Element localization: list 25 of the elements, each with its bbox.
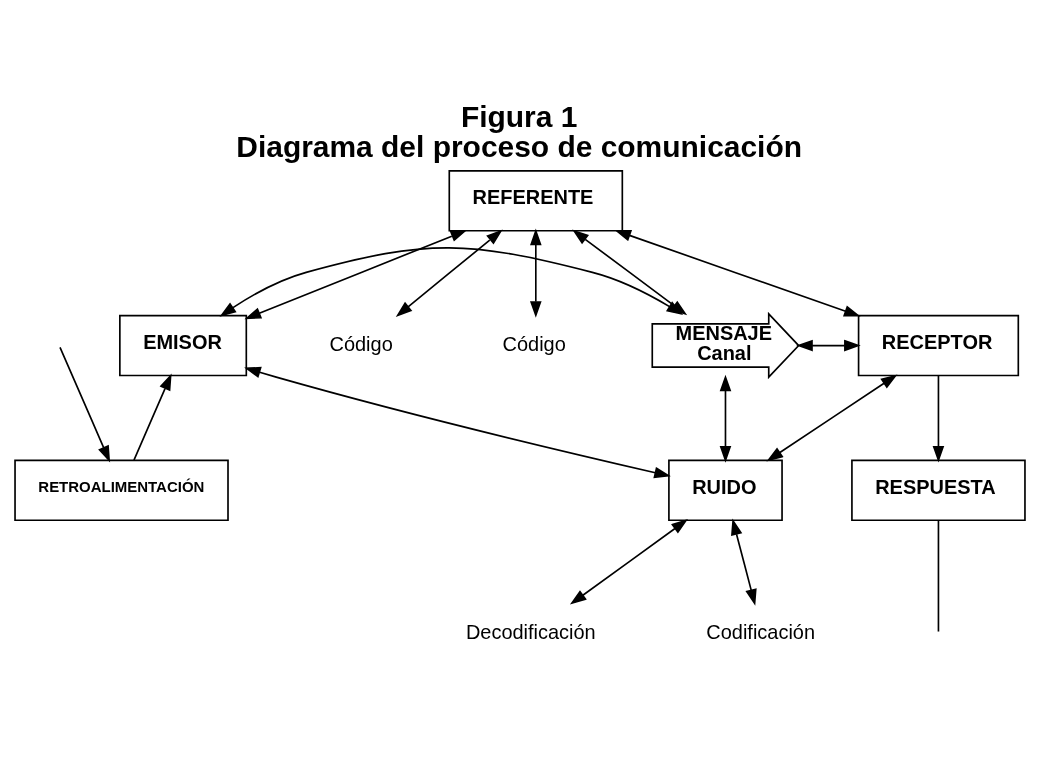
- arrow: [244, 230, 468, 320]
- node-text: Código: [502, 332, 566, 355]
- arrow: [569, 519, 688, 605]
- arrow: [244, 366, 671, 479]
- node-text: Código: [329, 332, 393, 355]
- node-box: EMISOR: [119, 314, 248, 377]
- arrow: [530, 228, 542, 318]
- arrow: [59, 346, 111, 463]
- node-text: Codificación: [706, 620, 816, 643]
- node-box: REFERENTE: [448, 170, 624, 232]
- arrow: [719, 374, 732, 463]
- arrow: [219, 247, 684, 317]
- connector: [937, 520, 940, 633]
- arrow: [133, 373, 172, 461]
- arrow: [932, 375, 945, 463]
- node-box: RESPUESTA: [851, 459, 1026, 522]
- arrow: [796, 339, 861, 352]
- node-box: RUIDO: [668, 459, 783, 522]
- arrow: [766, 374, 898, 462]
- arrow: [731, 518, 757, 606]
- node-box: RECEPTOR: [857, 314, 1020, 377]
- arrow: [395, 229, 503, 317]
- diagram-title: Figura 1: [460, 99, 578, 133]
- node-box: RETROALIMENTACIÓN: [14, 459, 229, 522]
- node-text: Decodificación: [465, 620, 596, 643]
